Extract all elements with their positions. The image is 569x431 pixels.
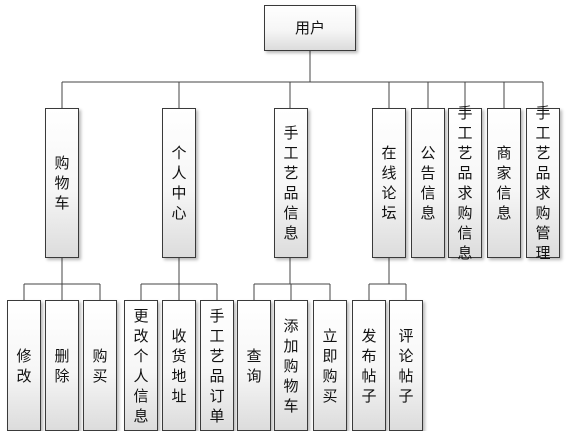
node-search: 查询	[237, 300, 271, 431]
node-label: 手工艺品订单	[209, 306, 225, 425]
node-label: 删除	[54, 346, 70, 385]
node-edit-personal-info: 更改个人信息	[124, 300, 158, 431]
node-label: 公告信息	[420, 144, 436, 222]
node-shipping-address: 收货地址	[162, 300, 196, 431]
node-add-to-cart: 添加购物车	[274, 300, 308, 431]
root-node-user: 用户	[264, 5, 356, 51]
node-label: 手工艺品求购管理	[535, 104, 551, 262]
node-label: 购买	[92, 346, 108, 385]
node-label: 添加购物车	[283, 316, 299, 415]
node-cart-delete: 删除	[45, 300, 79, 431]
node-cart-buy: 购买	[83, 300, 117, 431]
node-online-forum: 在线论坛	[372, 108, 406, 258]
node-merchant-info: 商家信息	[487, 108, 521, 258]
node-craft-orders: 手工艺品订单	[200, 300, 234, 431]
node-label: 个人中心	[171, 144, 187, 222]
node-label: 在线论坛	[381, 144, 397, 222]
node-craft-request-manage: 手工艺品求购管理	[526, 104, 560, 262]
node-label: 购物车	[54, 154, 70, 212]
node-personal-center: 个人中心	[162, 108, 196, 258]
node-cart: 购物车	[45, 108, 79, 258]
node-label: 手工艺品求购信息	[457, 104, 473, 262]
node-publish-post: 发布帖子	[352, 300, 386, 431]
node-craft-request-info: 手工艺品求购信息	[448, 104, 482, 262]
node-label: 修改	[16, 346, 32, 385]
node-label: 查询	[246, 346, 262, 385]
node-label: 立即购买	[322, 326, 338, 405]
node-label: 手工艺品信息	[283, 124, 299, 242]
node-label: 商家信息	[496, 144, 512, 222]
node-buy-now: 立即购买	[313, 300, 347, 431]
node-craft-info: 手工艺品信息	[274, 108, 308, 258]
node-label: 评论帖子	[398, 326, 414, 405]
node-comment-post: 评论帖子	[389, 300, 423, 431]
node-cart-edit: 修改	[7, 300, 41, 431]
root-node-label: 用户	[294, 19, 325, 37]
node-label: 收货地址	[171, 326, 187, 405]
node-label: 发布帖子	[361, 326, 377, 405]
node-notice-info: 公告信息	[411, 108, 445, 258]
node-label: 更改个人信息	[133, 306, 149, 425]
